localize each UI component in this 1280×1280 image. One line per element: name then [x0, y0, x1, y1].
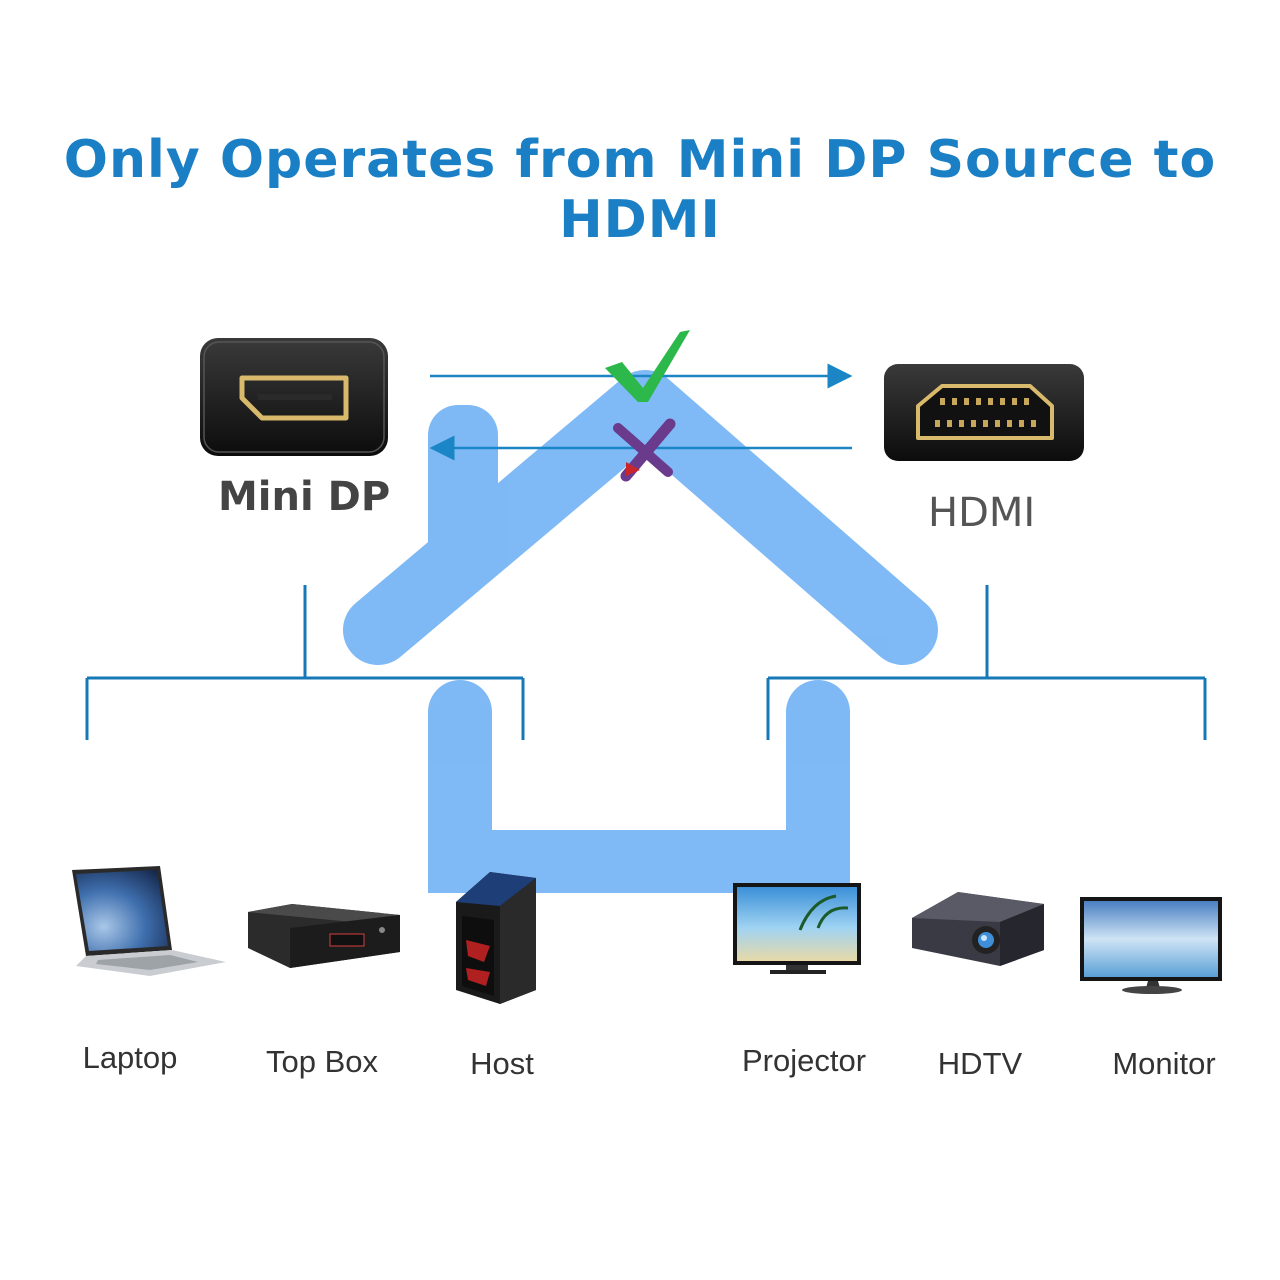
device-label-hdtv: HDTV	[937, 1046, 1023, 1081]
device-label-laptop: Laptop	[82, 1040, 178, 1075]
tv-icon	[733, 883, 861, 974]
hdmi-port-icon	[884, 364, 1084, 461]
check-icon	[605, 330, 690, 402]
target-tree-lines	[766, 585, 1207, 740]
device-label-host: Host	[470, 1046, 534, 1081]
target-port-label: HDMI	[928, 490, 1036, 536]
source-port-label: Mini DP	[218, 474, 391, 520]
set-top-box-icon	[248, 904, 400, 968]
mini-dp-port-icon	[200, 338, 388, 456]
source-tree-lines	[85, 585, 525, 740]
monitor-icon	[1080, 897, 1222, 994]
cross-icon	[613, 418, 676, 482]
device-label-projector: Projector	[741, 1043, 867, 1078]
desktop-tower-icon	[456, 872, 536, 1004]
page-title: Only Operates from Mini DP Source to HDM…	[63, 130, 1217, 250]
device-label-top-box: Top Box	[265, 1044, 378, 1079]
projector-icon	[912, 892, 1044, 966]
house-shape	[343, 370, 938, 893]
device-label-monitor: Monitor	[1112, 1046, 1216, 1081]
laptop-icon	[72, 866, 226, 976]
